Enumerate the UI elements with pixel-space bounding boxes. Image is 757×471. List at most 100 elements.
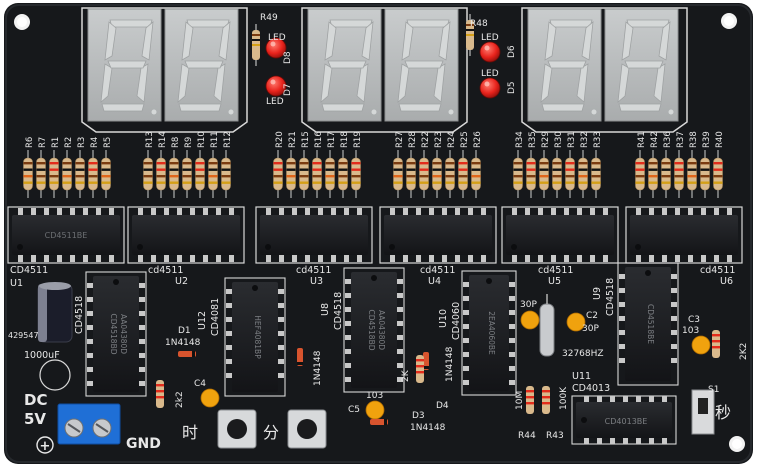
chip-pin [229,208,234,217]
resistor-band [419,181,429,184]
chip-pin [577,208,582,217]
resistor-band [49,175,59,178]
resistor-band [393,162,403,165]
resistor-band [526,390,534,393]
chip-label: U10 [438,309,449,328]
resistor-band [62,168,72,171]
resistor-band [36,162,46,165]
led-highlight [484,81,490,87]
resistor-band [312,175,322,178]
resistor-band [539,181,549,184]
chip-notch [371,275,377,281]
chip-pin [429,253,434,262]
component-label: 100K [559,386,569,410]
chip-pin [619,358,626,363]
resistor-label: R14 [158,131,168,148]
resistor-band [713,181,723,184]
chip-pin [305,253,310,262]
chip-pin [508,366,515,371]
chip-pin [226,303,233,308]
chip-pin [403,208,408,217]
resistor-band [101,175,111,178]
resistor-band [526,396,534,399]
led-label: LED [266,97,284,107]
chip-pin [396,321,403,326]
chip-pin [96,208,101,217]
chip-pin [138,339,145,344]
chip-pin [688,253,693,262]
chip-pin [701,253,706,262]
resistor-band [445,181,455,184]
resistor-band [88,168,98,171]
led-highlight [270,41,276,47]
decimal-point [448,109,454,115]
capacitor-top [39,282,71,290]
resistor-band [299,175,309,178]
seven-segment-digit [307,8,382,122]
chip-body [12,215,120,255]
chip-socket-outline [7,206,125,264]
chip-pin [662,396,667,404]
display-segment [181,21,194,61]
chip-socket-outline [379,206,497,264]
resistor-band [312,162,322,165]
resistor-band [286,181,296,184]
chip-pin [87,367,94,372]
component-label: D4 [436,401,449,411]
resistor-band [542,396,550,399]
resistor-band [445,162,455,165]
chip-pin [455,208,460,217]
chip-socket-outline [255,206,373,264]
resistor-band [221,175,231,178]
chip-pin [277,289,284,294]
resistor-label: R33 [593,131,603,148]
resistor-band [49,181,59,184]
chip-pin [203,253,208,262]
resistor-band [661,162,671,165]
chip-pin [584,396,589,404]
chip-pin [481,208,486,217]
component-label: C2 [586,311,598,321]
resistor-band [406,168,416,171]
chip-pin [508,282,515,287]
resistor-body [156,380,164,408]
resistor-band [513,175,523,178]
display-segment [397,63,410,103]
chip-pin [345,377,352,382]
power-label: 5V [24,410,46,428]
chip-pin [396,349,403,354]
resistor-band [88,181,98,184]
resistor-band [445,175,455,178]
chip-label: cd4511 [700,265,735,276]
chip-pin [390,253,395,262]
resistor-band [635,162,645,165]
chip-pin [675,253,680,262]
chip-pin [266,253,271,262]
chip-body [260,215,368,255]
resistor-band [195,162,205,165]
chip-pin [508,380,515,385]
resistor-band [299,162,309,165]
resistor-label: R2 [64,137,74,148]
chip-pin [636,396,641,404]
resistor-body [526,386,534,414]
chip-pin [538,253,543,262]
chip-pin [226,359,233,364]
resistor-label: R42 [650,131,660,148]
resistor-band [36,175,46,178]
resistor-label: R7 [38,137,48,148]
resistor-band [687,175,697,178]
led-label: LED [268,33,286,43]
chip-pin [597,436,602,444]
resistor-band [325,175,335,178]
chip-pin [670,316,677,321]
display-segment [184,60,224,69]
resistor-label: R8 [171,137,181,148]
chip-notch [252,285,258,291]
resistor-band [62,162,72,165]
resistor-band [552,181,562,184]
resistor-band [591,175,601,178]
led-label: R48 [470,19,488,29]
chip-pin [670,330,677,335]
